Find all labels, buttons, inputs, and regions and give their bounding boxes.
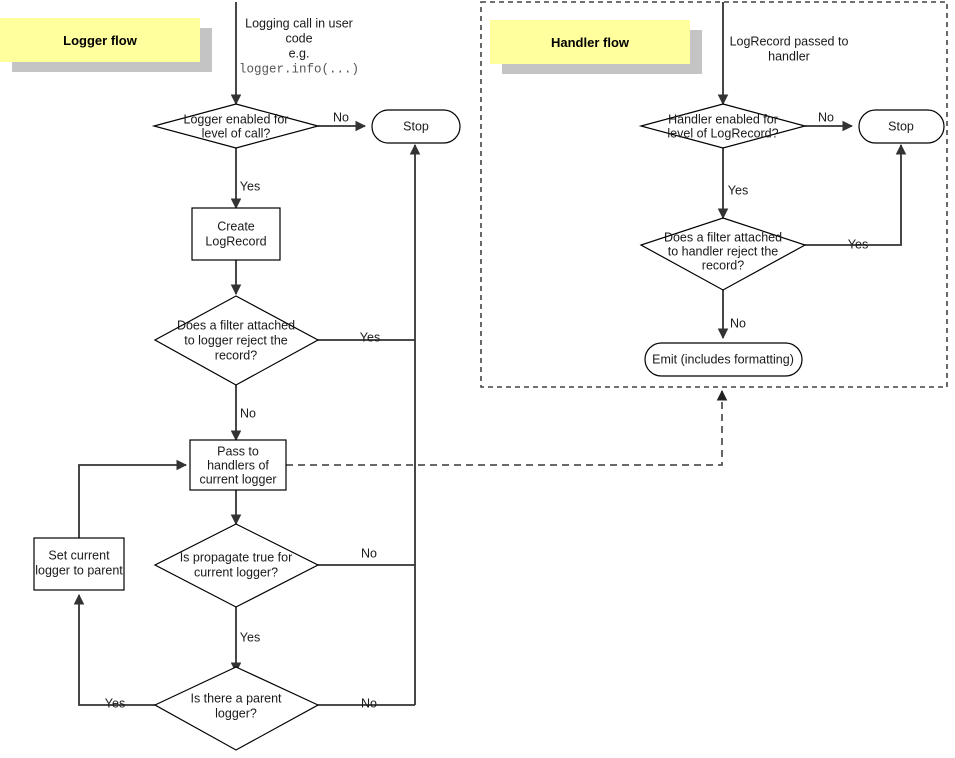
node-logger-enabled-line-1: Logger enabled for bbox=[184, 112, 289, 126]
edge-label-parent-yes: Yes bbox=[105, 696, 125, 710]
node-handler-filter-reject[interactable] bbox=[639, 217, 807, 291]
node-logger-filter-line-2: to logger reject the bbox=[184, 333, 288, 347]
node-emit[interactable] bbox=[644, 342, 803, 377]
node-pass-to-handlers-line-3: current logger bbox=[199, 472, 276, 486]
node-pass-to-handlers-line-1: Pass to bbox=[217, 444, 259, 458]
edge-pass-to-handler-flow bbox=[286, 389, 728, 466]
edge-label-logger-enabled-no: No bbox=[333, 110, 349, 124]
edge-parent-yes-to-set-parent bbox=[73, 593, 155, 706]
node-set-parent-line-1: Set current bbox=[48, 548, 110, 562]
node-stop-handler[interactable] bbox=[858, 109, 945, 144]
node-logger-enabled-line-2: level of call? bbox=[202, 126, 271, 140]
node-pass-to-handlers[interactable] bbox=[189, 439, 287, 491]
edge-handler-filter-yes-to-stop bbox=[805, 143, 907, 246]
edge-label-logger-enabled-yes: Yes bbox=[240, 179, 260, 193]
edge-label-logger-filter-yes: Yes bbox=[360, 330, 380, 344]
logger-entry-caption-code: logger.info(...) bbox=[239, 62, 359, 76]
handler-entry-caption-line-1: LogRecord passed to bbox=[730, 34, 849, 48]
node-create-logrecord-line-2: LogRecord bbox=[205, 234, 266, 248]
node-is-propagate-true[interactable] bbox=[153, 523, 320, 608]
node-create-logrecord-line-1: Create bbox=[217, 219, 255, 233]
banner-handler-flow-label: Handler flow bbox=[550, 35, 629, 50]
node-handler-filter-line-3: record? bbox=[702, 258, 744, 272]
edge-label-handler-filter-no: No bbox=[730, 316, 746, 330]
logger-entry-caption-line-1: Logging call in user bbox=[245, 16, 353, 30]
node-logger-filter-line-3: record? bbox=[215, 348, 257, 362]
edge-set-parent-to-pass bbox=[78, 459, 188, 538]
logger-entry-caption-line-3: e.g. bbox=[289, 46, 310, 60]
logger-entry-caption-line-2: code bbox=[285, 31, 312, 45]
edge-label-handler-enabled-no: No bbox=[818, 110, 834, 124]
node-is-there-parent[interactable] bbox=[153, 666, 320, 751]
edge-label-parent-no: No bbox=[361, 696, 377, 710]
banner-logger-flow-label: Logger flow bbox=[63, 33, 137, 48]
banner-handler-flow-face: Handler flow bbox=[490, 20, 690, 64]
handler-flow-group-box bbox=[480, 1, 948, 388]
edge-label-handler-filter-yes: Yes bbox=[848, 237, 868, 251]
node-set-current-logger-to-parent[interactable] bbox=[33, 537, 125, 591]
node-handler-enabled[interactable] bbox=[638, 103, 808, 149]
node-emit-label: Emit (includes formatting) bbox=[652, 352, 794, 366]
node-logger-enabled[interactable] bbox=[151, 103, 321, 149]
node-is-propagate-line-1: Is propagate true for bbox=[180, 550, 293, 564]
node-is-there-parent-line-1: Is there a parent bbox=[190, 691, 282, 705]
edge-label-logger-filter-no: No bbox=[240, 406, 256, 420]
node-pass-to-handlers-line-2: handlers of bbox=[207, 458, 269, 472]
node-handler-filter-line-1: Does a filter attached bbox=[664, 230, 782, 244]
node-stop-handler-label: Stop bbox=[888, 119, 914, 133]
banner-logger-flow: Logger flow bbox=[0, 18, 212, 72]
handler-entry-caption-line-2: handler bbox=[768, 49, 810, 63]
node-handler-filter-line-2: to handler reject the bbox=[668, 244, 779, 258]
node-create-logrecord[interactable] bbox=[191, 207, 281, 261]
edge-label-propagate-no: No bbox=[361, 546, 377, 560]
banner-handler-flow: Handler flow bbox=[490, 20, 702, 74]
node-is-there-parent-line-2: logger? bbox=[215, 706, 257, 720]
node-handler-enabled-line-1: Handler enabled for bbox=[668, 112, 778, 126]
edge-label-handler-enabled-yes: Yes bbox=[728, 183, 748, 197]
banner-logger-flow-face: Logger flow bbox=[0, 18, 200, 62]
node-stop-logger[interactable] bbox=[371, 109, 461, 144]
edge-label-propagate-yes: Yes bbox=[240, 630, 260, 644]
node-handler-enabled-line-2: level of LogRecord? bbox=[667, 126, 778, 140]
node-set-parent-line-2: logger to parent bbox=[35, 563, 123, 577]
node-logger-filter-line-1: Does a filter attached bbox=[177, 318, 295, 332]
node-stop-logger-label: Stop bbox=[403, 119, 429, 133]
node-is-propagate-line-2: current logger? bbox=[194, 565, 278, 579]
node-logger-filter-reject[interactable] bbox=[153, 295, 320, 386]
